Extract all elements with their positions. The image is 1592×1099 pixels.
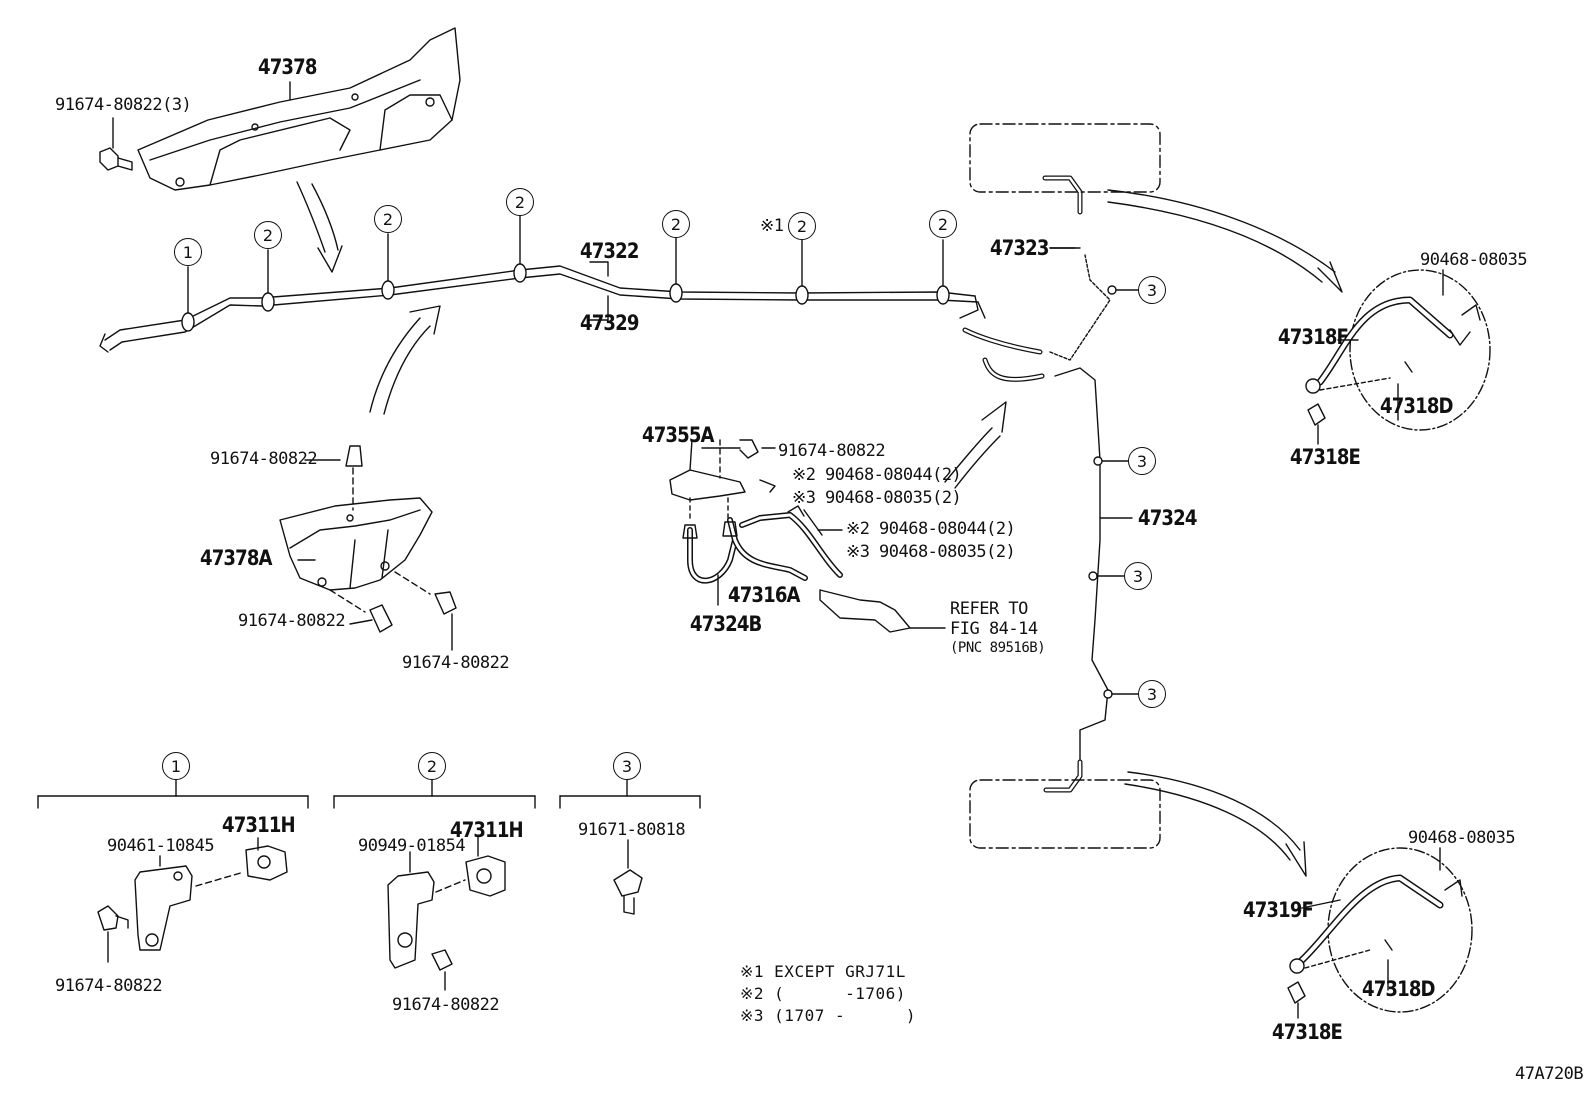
- callout-group-2-text: 2: [426, 757, 438, 776]
- part-91674-80822-b: 91674-80822: [238, 611, 346, 631]
- bolt-group-3: [613, 839, 643, 915]
- part-47378a: 47378A: [200, 546, 273, 570]
- group3-part-91671-80818: 91671-80818: [578, 820, 686, 840]
- part-47318e-2: 47318E: [1272, 1020, 1343, 1044]
- wheel-boxes: [969, 123, 1161, 849]
- part-90468-08035-2a: 90468-08035(2): [825, 488, 962, 508]
- arrow-icon: [296, 181, 1343, 877]
- ref-mark-2b: ※2: [846, 519, 870, 539]
- note-2: ※2 ( -1706): [740, 984, 906, 1003]
- brake-line-main: [99, 265, 986, 353]
- part-91674-80822-c: 91674-80822: [402, 653, 510, 673]
- illustration-code: 47A720B: [1515, 1064, 1584, 1084]
- part-47355a: 47355A: [642, 423, 715, 447]
- part-91674-80822-d: 91674-80822: [778, 441, 886, 461]
- ref-mark-3a: ※3: [792, 488, 816, 508]
- part-47318d-2: 47318D: [1362, 977, 1436, 1001]
- brake-line-rear: [962, 175, 1139, 793]
- heat-shield-47378a: [279, 445, 457, 651]
- callout-3-text: 3: [1136, 452, 1148, 471]
- part-90468-08035-r1: 90468-08035: [1420, 250, 1528, 270]
- refer-to-line1: REFER TO: [950, 599, 1028, 619]
- group1-part-91674-80822: 91674-80822: [55, 976, 163, 996]
- callout-3-text: 3: [1146, 281, 1158, 300]
- note-3: ※3 (1707 - ): [740, 1006, 917, 1025]
- callout-2-text: 2: [514, 193, 526, 212]
- callout-1-text: 1: [182, 243, 194, 262]
- part-47318d-1: 47318D: [1380, 394, 1454, 418]
- callout-3: 3: [1128, 447, 1156, 475]
- part-47318e-1: 47318E: [1290, 445, 1361, 469]
- part-90468-08035-r2: 90468-08035: [1408, 828, 1516, 848]
- callout-group-3: 3: [613, 752, 641, 780]
- callout-2: 2: [254, 221, 282, 249]
- part-91674-80822-a: 91674-80822: [210, 449, 318, 469]
- callout-group-1-text: 1: [170, 757, 182, 776]
- callout-3-text: 3: [1146, 685, 1158, 704]
- callout-2: 2: [788, 212, 816, 240]
- group2-part-91674-80822: 91674-80822: [392, 995, 500, 1015]
- callout-2: 2: [662, 210, 690, 238]
- callout-2: 2: [506, 188, 534, 216]
- callout-group-1: 1: [162, 752, 190, 780]
- group1-part-47311h: 47311H: [222, 813, 296, 837]
- leader-lines: [289, 81, 1444, 909]
- callout-group-3-text: 3: [621, 757, 633, 776]
- callout-3: 3: [1138, 680, 1166, 708]
- clamp-markers: [181, 215, 950, 332]
- bolt-icon: [99, 117, 133, 171]
- part-47322: 47322: [580, 239, 639, 263]
- part-47323: 47323: [990, 236, 1049, 260]
- part-47319f: 47319F: [1243, 898, 1314, 922]
- part-47318f: 47318F: [1278, 325, 1349, 349]
- group2-part-47311h: 47311H: [450, 818, 524, 842]
- flex-hose-47318f: [1305, 296, 1481, 445]
- part-47329: 47329: [580, 311, 639, 335]
- part-47324b: 47324B: [690, 612, 762, 636]
- callout-2-text: 2: [262, 226, 274, 245]
- flex-hose-47319f: [1287, 874, 1463, 1019]
- callout-3: 3: [1124, 562, 1152, 590]
- callout-1: 1: [174, 238, 202, 266]
- part-47316a: 47316A: [728, 583, 801, 607]
- group-brackets: [37, 779, 701, 809]
- part-47324: 47324: [1138, 506, 1197, 530]
- part-90468-08035-2b: 90468-08035(2): [879, 542, 1016, 562]
- note-1: ※1 EXCEPT GRJ71L: [740, 962, 906, 981]
- refer-to-line3: (PNC 89516B): [950, 640, 1046, 656]
- ref-mark-2a: ※2: [792, 465, 816, 485]
- callout-group-2: 2: [418, 752, 446, 780]
- bracket-47355a: [669, 439, 946, 633]
- callout-2: 2: [374, 205, 402, 233]
- heat-shield-47378: [137, 27, 461, 191]
- clamp-group-2: [387, 835, 506, 991]
- part-90468-08044-2b: 90468-08044(2): [879, 519, 1016, 539]
- part-91674-80822-3: 91674-80822(3): [55, 95, 192, 115]
- callout-2-text: 2: [670, 215, 682, 234]
- callout-2-text: 2: [937, 215, 949, 234]
- refer-to-line2: FIG 84-14: [950, 619, 1038, 639]
- callout-3-text: 3: [1132, 567, 1144, 586]
- part-47378: 47378: [258, 55, 317, 79]
- clamp-group-1: [97, 837, 288, 963]
- group2-part-90949-01854: 90949-01854: [358, 836, 466, 856]
- ref-mark-3b: ※3: [846, 542, 870, 562]
- callout-2-text: 2: [796, 217, 808, 236]
- callout-2: 2: [929, 210, 957, 238]
- callout-2-text: 2: [382, 210, 394, 229]
- part-90468-08044-2a: 90468-08044(2): [825, 465, 962, 485]
- callout-3: 3: [1138, 276, 1166, 304]
- group1-part-90461-10845: 90461-10845: [107, 836, 215, 856]
- ref-mark-1: ※1: [760, 216, 784, 236]
